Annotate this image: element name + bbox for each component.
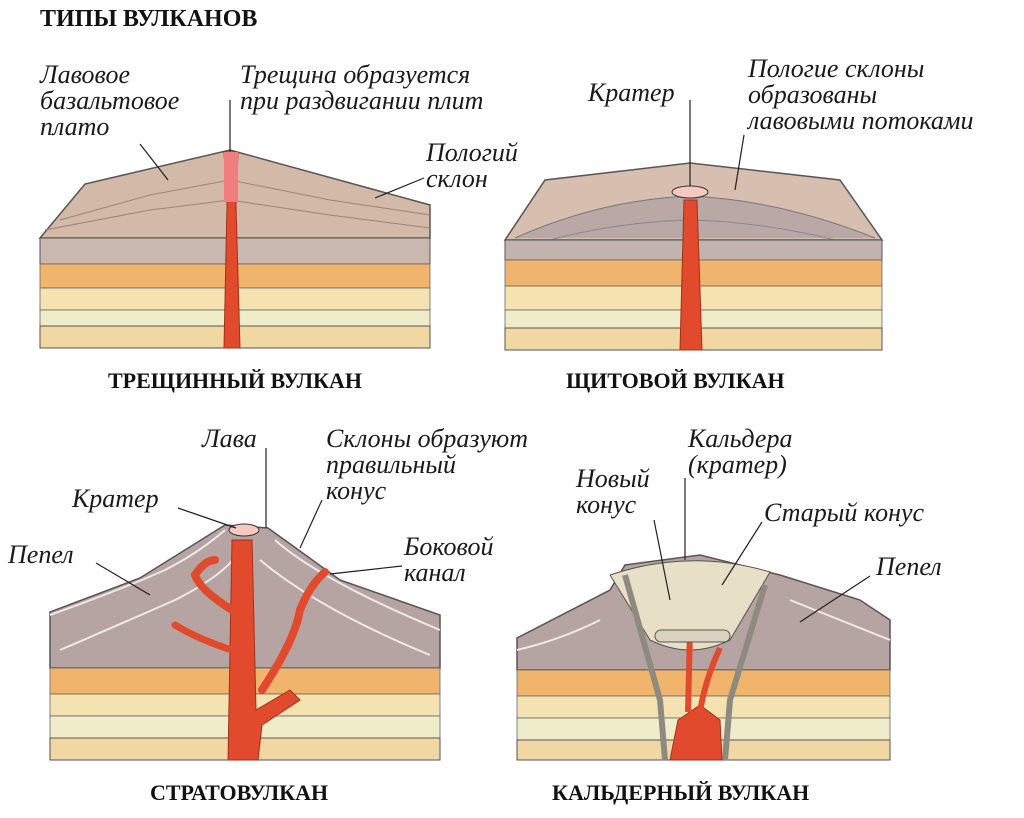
label-caldera: Кальдера (кратер)	[688, 424, 793, 479]
shield-lava-channel	[679, 199, 703, 351]
caldera-lava-chamber	[669, 704, 723, 761]
strato-volcano-diagram	[49, 448, 441, 761]
label-strato-ash: Пепел	[8, 540, 74, 569]
caption-strato: СТРАТОВУЛКАН	[150, 780, 329, 805]
label-side-channel: Боковой канал	[404, 532, 494, 587]
caption-fissure: ТРЕЩИННЫЙ ВУЛКАН	[108, 368, 362, 393]
label-gentle-slopes-lava: Пологие склоны образованы лавовыми поток…	[748, 54, 974, 135]
label-strato-crater: Кратер	[72, 484, 159, 513]
label-plateau: Лавовое базальтовое плато	[40, 60, 180, 141]
page-title: ТИПЫ ВУЛКАНОВ	[40, 6, 258, 32]
strato-side-channel-left	[190, 556, 236, 614]
shield-volcano-diagram	[503, 100, 884, 351]
shield-crater	[671, 185, 709, 199]
label-old-cone: Старый конус	[764, 498, 925, 527]
label-lava: Лава	[202, 424, 257, 453]
label-regular-cone: Склоны образуют правильный конус	[326, 424, 529, 505]
caption-caldera: КАЛЬДЕРНЫЙ ВУЛКАН	[552, 780, 810, 805]
caldera-feeder	[685, 629, 723, 713]
strato-main-lava-channel	[227, 539, 301, 761]
label-gentle-slope: Пологий склон	[426, 138, 518, 193]
label-crack: Трещина образуется при раздвигании плит	[240, 60, 484, 115]
caldera-new-cone-plug	[654, 629, 731, 643]
fissure-volcano-diagram	[38, 100, 431, 349]
caldera-collapse-walls	[622, 574, 768, 761]
caldera-rim-fill	[609, 560, 771, 651]
strato-side-channel-right	[258, 568, 329, 694]
label-shield-crater: Кратер	[588, 78, 675, 107]
caption-shield: ЩИТОВОЙ ВУЛКАН	[566, 368, 785, 393]
label-new-cone: Новый конус	[576, 464, 650, 519]
caldera-volcano-diagram	[516, 478, 891, 761]
strato-crater	[228, 523, 260, 537]
label-caldera-ash: Пепел	[876, 552, 942, 581]
